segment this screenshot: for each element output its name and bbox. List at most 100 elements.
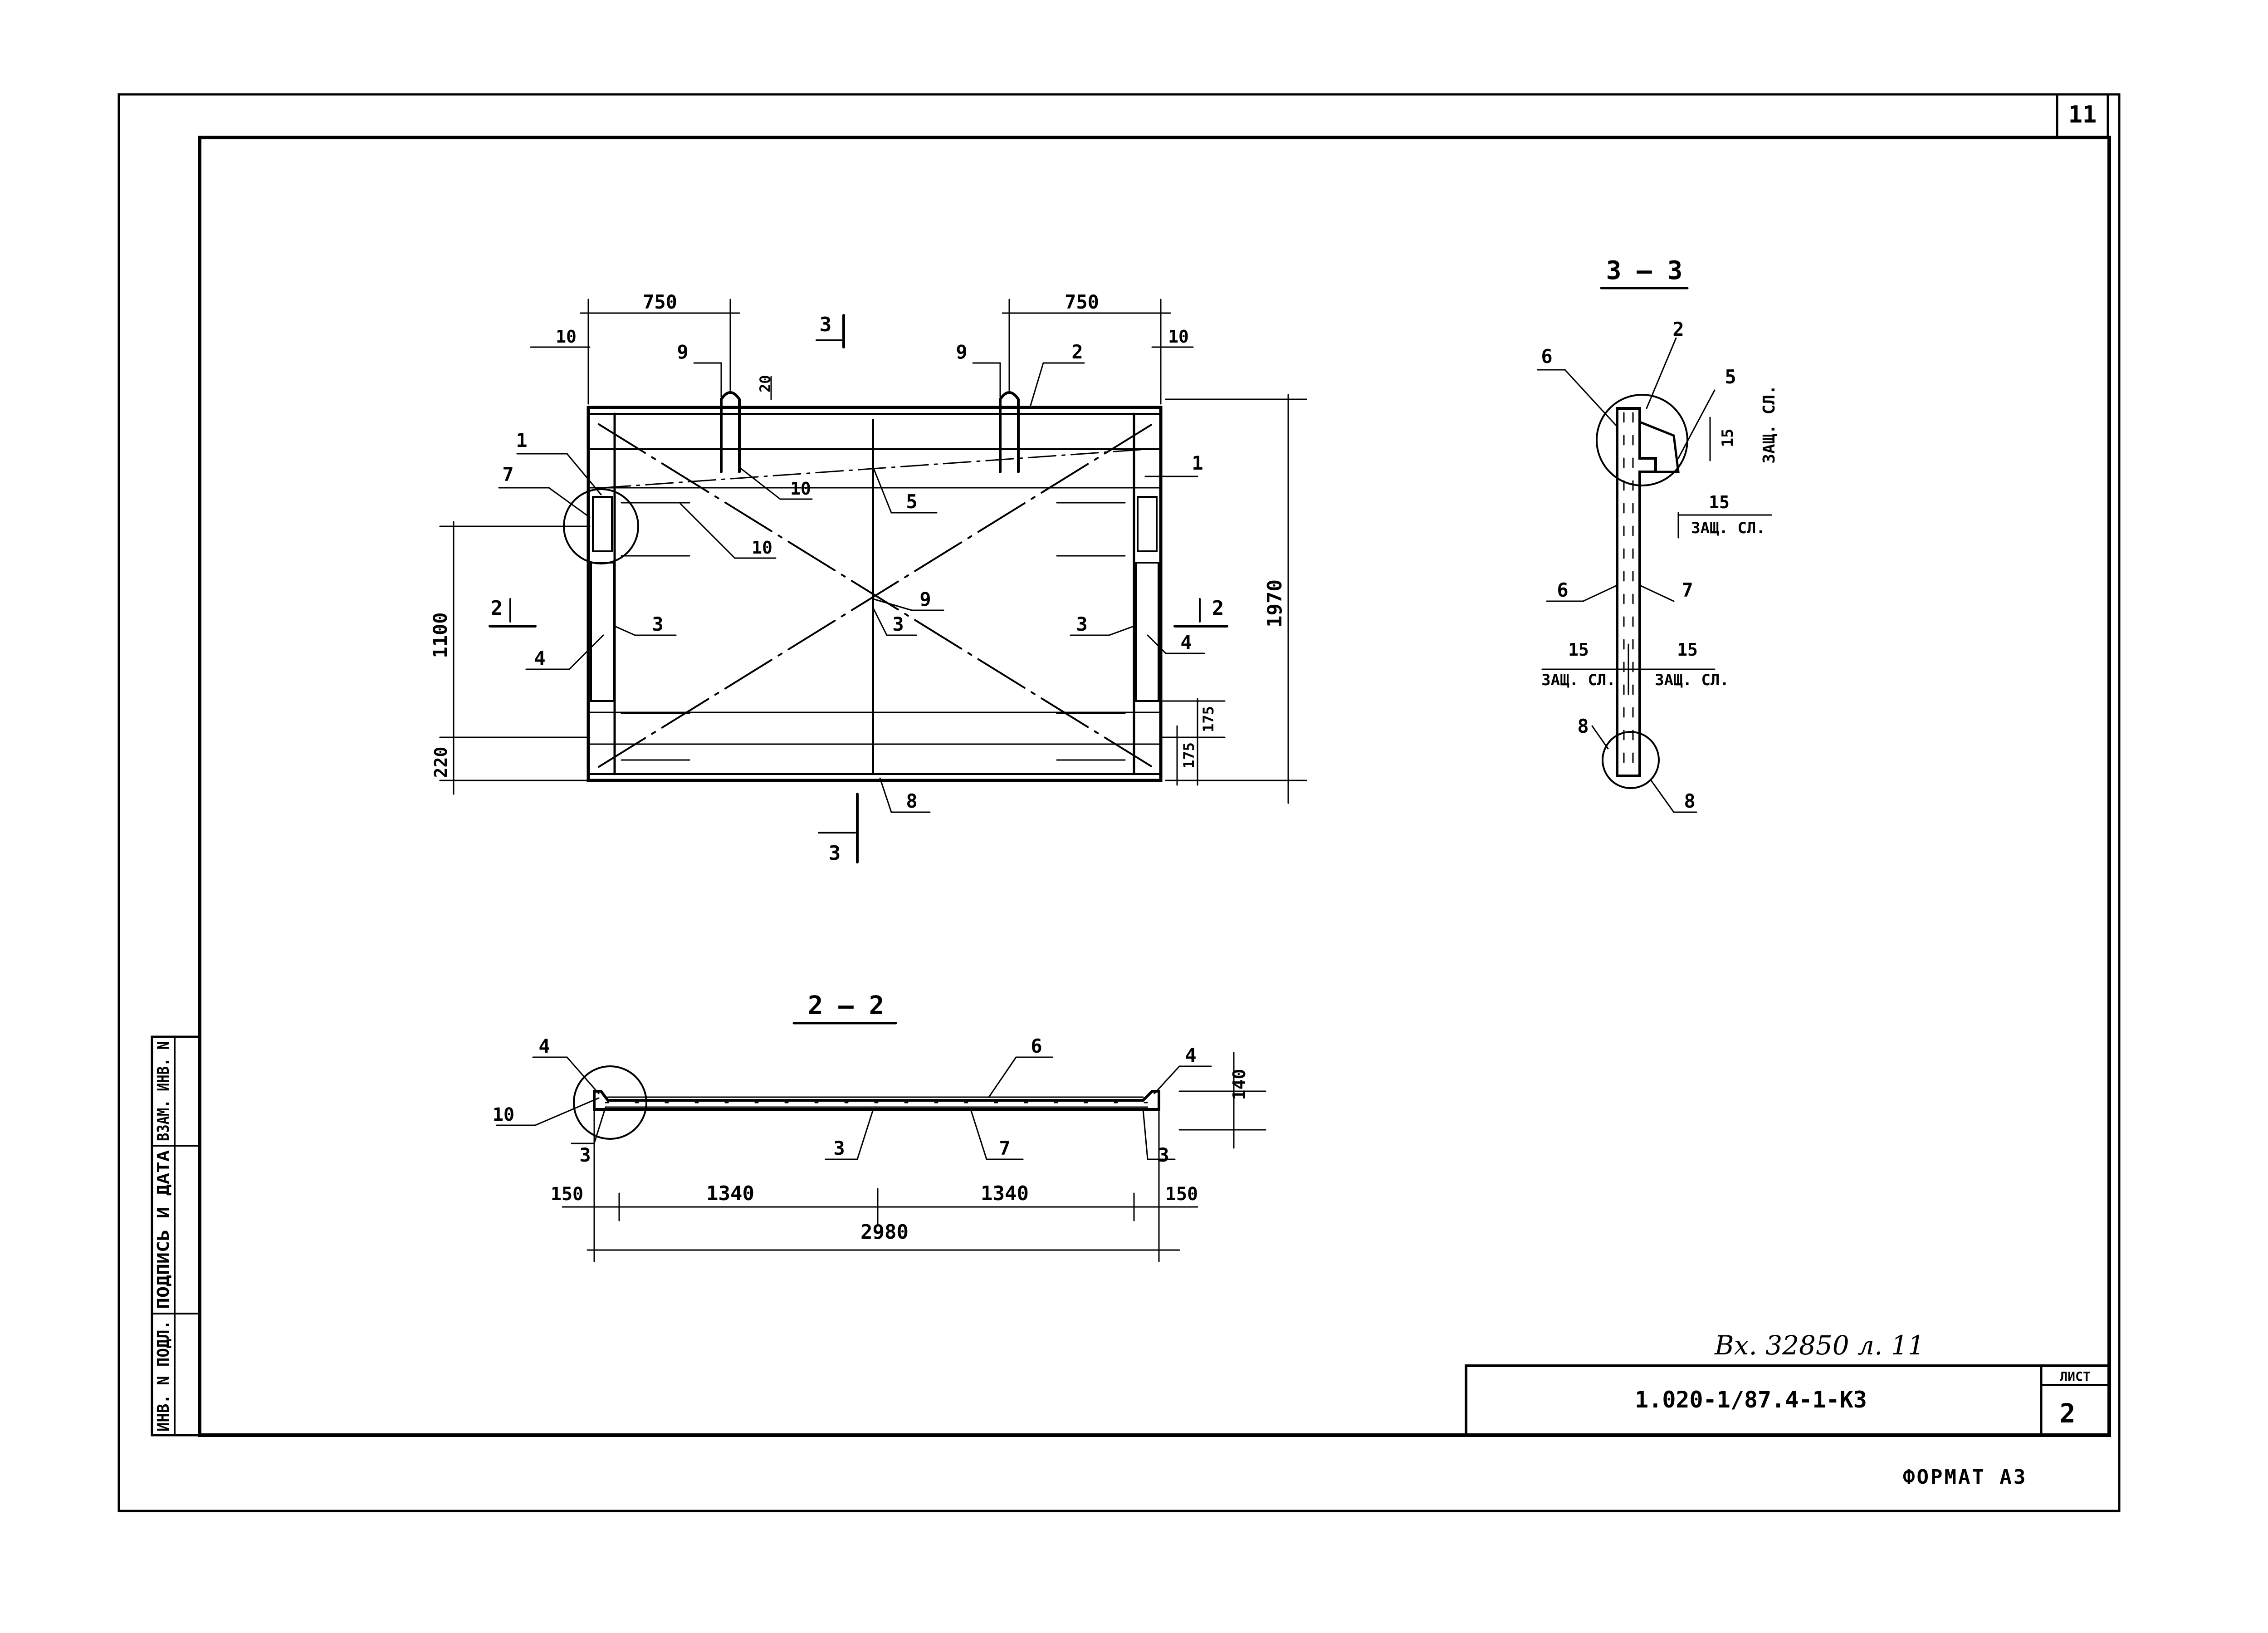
leader <box>614 625 636 636</box>
title-block-frame <box>1465 1364 2111 1437</box>
leader <box>856 1108 874 1160</box>
callout-7: 7 <box>502 463 513 485</box>
wall-profile <box>1616 407 1657 777</box>
section2-callout-4-right: 4 <box>1185 1044 1196 1066</box>
dim-height-1100: 1100 <box>429 612 451 658</box>
page-number-box <box>2056 93 2109 139</box>
dim-hook-20: 20 <box>757 375 774 392</box>
section2-callout-3-center: 3 <box>833 1137 845 1159</box>
callout-1-right: 1 <box>1192 452 1203 474</box>
section3-callout-2: 2 <box>1672 318 1684 340</box>
section-mark-3-bottom-label: 3 <box>829 842 841 865</box>
side-stamp-inv-podl: ИНВ. N ПОДЛ. <box>154 1320 173 1432</box>
dim-right-10: 10 <box>1168 327 1189 347</box>
leader <box>1582 584 1618 602</box>
panel-outline <box>587 406 1163 782</box>
section2-callout-4-left: 4 <box>538 1035 550 1057</box>
leader <box>1154 1065 1180 1094</box>
side-stamp-outer <box>151 1035 201 1437</box>
callout-5: 5 <box>906 490 917 513</box>
cover-label-r15: 15 <box>1677 640 1698 660</box>
right-opening <box>1135 562 1159 702</box>
leader <box>1029 362 1044 409</box>
leader <box>1142 1108 1149 1160</box>
detail-circle-3-bottom <box>1602 731 1660 789</box>
callout-10-top: 10 <box>790 479 811 499</box>
left-opening <box>590 562 615 702</box>
leader <box>679 503 736 559</box>
side-stamp-vzam-inv: ВЗАМ. ИНВ. N <box>154 1041 173 1141</box>
plan-vertical-dimensions <box>439 394 1307 804</box>
slab-profile <box>593 1090 1160 1111</box>
leader <box>1147 634 1167 654</box>
section-mark-3-top-label: 3 <box>820 313 832 336</box>
insert-marks <box>621 502 1126 761</box>
callout-3-left: 3 <box>652 613 663 635</box>
cover-label-v15: 15 <box>1719 429 1737 447</box>
leader <box>1591 725 1609 750</box>
cover-label-l15: 15 <box>1568 640 1589 660</box>
left-embed <box>592 496 613 552</box>
callout-4-right: 4 <box>1180 631 1192 653</box>
section-3-3-title: 3 — 3 <box>1606 256 1683 285</box>
sheet-frame: 11 <box>117 93 2121 1512</box>
leader <box>566 1056 600 1094</box>
dim-right-750: 750 <box>1065 291 1099 313</box>
plan-top-dimensions <box>530 299 1194 405</box>
section-3-3: 3 — 3 2 6 5 6 7 8 8 15 ЗАЩ. СЛ. 15 <box>1537 256 1779 813</box>
leader <box>872 466 892 514</box>
lifting-loop-right <box>999 391 1020 473</box>
callout-9-left: 9 <box>677 341 688 363</box>
wall-top-nib <box>1638 421 1680 473</box>
handwritten-note: Вх. 32850 л. 11 <box>1714 1330 1925 1361</box>
leader <box>1564 369 1618 427</box>
sheet-number: 2 <box>2060 1398 2076 1429</box>
section-mark-2-left-label: 2 <box>491 597 503 620</box>
section2-dim-1340-left: 1340 <box>706 1182 754 1205</box>
inner-border <box>198 136 2111 1437</box>
section-mark-2-right-label: 2 <box>1212 597 1224 620</box>
leader <box>1677 389 1716 459</box>
leader <box>872 598 913 611</box>
cover-label-v-text: ЗАЩ. СЛ. <box>1760 385 1779 463</box>
leader <box>568 634 604 670</box>
leader <box>593 1106 606 1144</box>
leader <box>738 466 781 500</box>
page-number: 11 <box>2068 101 2097 128</box>
leader <box>548 487 591 518</box>
section2-callout-3-left: 3 <box>579 1144 591 1166</box>
callout-3-center: 3 <box>892 613 904 635</box>
cover-label-h-text-top: ЗАЩ. СЛ. <box>1691 519 1765 537</box>
section3-callout-7: 7 <box>1681 579 1693 601</box>
section3-callout-5: 5 <box>1725 366 1736 388</box>
lifting-loop-left <box>720 391 741 473</box>
section2-callout-3-right: 3 <box>1158 1144 1169 1166</box>
leader <box>988 1056 1017 1098</box>
section-mark-2-left: 2 <box>489 597 537 628</box>
dim-right-175-a: 175 <box>1200 706 1217 732</box>
plan-callout-leaders <box>498 362 1205 813</box>
leader <box>879 777 892 813</box>
cover-label-l-text: ЗАЩ. СЛ. <box>1541 671 1616 689</box>
leader <box>872 607 888 636</box>
dim-right-175-b: 175 <box>1180 742 1198 769</box>
leader <box>1646 337 1677 409</box>
leader <box>1108 625 1135 636</box>
callout-9-right: 9 <box>956 341 967 363</box>
section2-dim-height-140: 140 <box>1229 1069 1249 1100</box>
callout-3-right: 3 <box>1076 613 1087 635</box>
section3-callout-8-right: 8 <box>1684 790 1695 812</box>
title-block: Вх. 32850 л. 11 1.020-1/87.4-1-КЗ ЛИСТ 2… <box>1465 1330 2111 1489</box>
diagonal-2 <box>598 423 1153 768</box>
diagonal-top <box>602 448 1149 489</box>
cover-label-r-text: ЗАЩ. СЛ. <box>1655 671 1729 689</box>
dim-height-1970: 1970 <box>1263 579 1286 628</box>
sheet-header-label: ЛИСТ <box>2060 1369 2090 1384</box>
leader <box>970 1108 987 1160</box>
callout-1-left: 1 <box>516 429 527 451</box>
outer-border <box>117 93 2121 1512</box>
section-mark-3-top: 3 <box>816 313 845 348</box>
leader <box>534 1097 600 1126</box>
cover-label-h15-top: 15 <box>1709 492 1730 512</box>
